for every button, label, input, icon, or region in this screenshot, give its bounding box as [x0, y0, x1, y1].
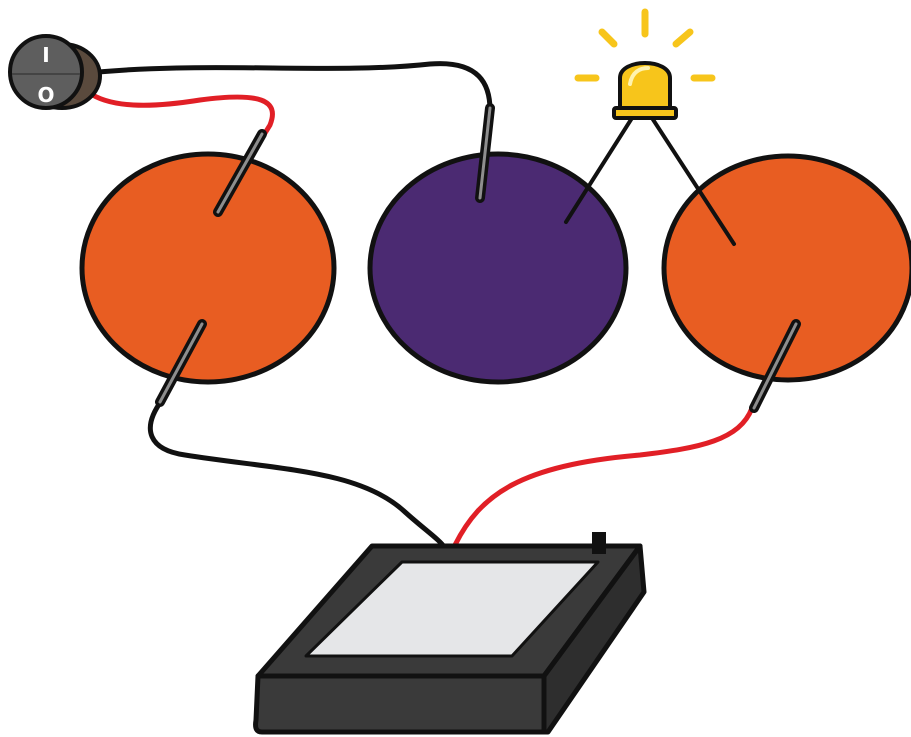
middle-insulating-dough	[367, 151, 629, 385]
led-right-leg	[650, 116, 736, 246]
battery-switch-nub	[592, 532, 606, 554]
battery-pack-icon	[253, 532, 647, 735]
probe-left-bottom	[155, 319, 207, 407]
toggle-switch-icon: I O	[8, 34, 102, 110]
left-conductive-dough	[79, 151, 337, 385]
probe-middle-top	[475, 103, 495, 203]
probe-left-top	[213, 129, 267, 217]
black-wire-switch-to-middle	[77, 61, 493, 113]
led-glow-rays	[574, 8, 716, 82]
red-wire-right-to-battery	[452, 405, 755, 548]
probe-right-bottom	[749, 319, 801, 413]
right-conductive-dough	[661, 153, 911, 383]
red-wire-switch-to-left	[85, 89, 275, 141]
switch-on-label: I	[42, 43, 49, 67]
led-left-leg	[564, 116, 634, 224]
black-wire-left-to-battery	[148, 397, 448, 551]
led-icon	[612, 61, 678, 120]
switch-off-label: O	[37, 83, 54, 107]
